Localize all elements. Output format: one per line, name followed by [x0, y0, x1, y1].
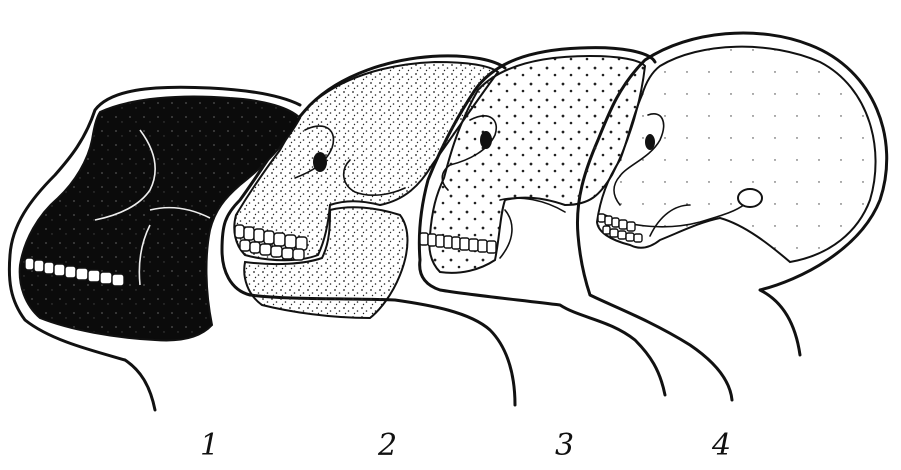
panel-label-2: 2	[377, 428, 397, 463]
panel-label-4: 4	[711, 428, 731, 463]
skull-4-ear	[738, 189, 762, 207]
panel-label-1: 1	[200, 428, 219, 463]
panel-label-3: 3	[555, 428, 574, 463]
skull-3-eye	[480, 131, 492, 149]
skull-4-eye	[645, 134, 655, 150]
skull-2-eye	[313, 152, 327, 172]
